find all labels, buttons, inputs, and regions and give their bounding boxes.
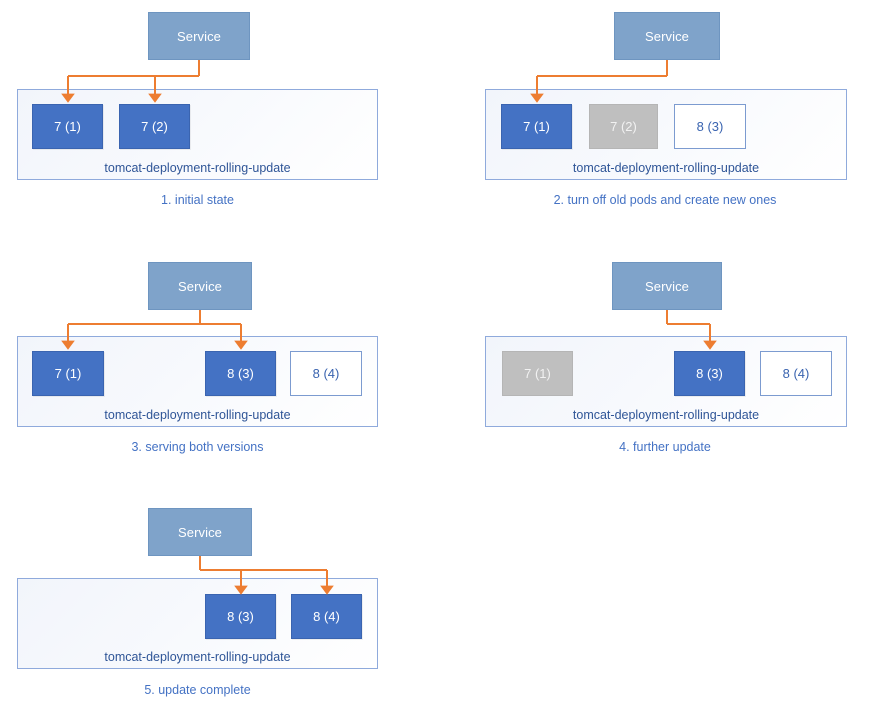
pod-8-3[interactable]: 8 (3) <box>674 351 745 396</box>
pod-8-3[interactable]: 8 (3) <box>205 594 276 639</box>
deployment-label: tomcat-deployment-rolling-update <box>104 408 291 422</box>
service-box[interactable]: Service <box>614 12 720 60</box>
service-box[interactable]: Service <box>148 508 252 556</box>
deployment-label: tomcat-deployment-rolling-update <box>572 161 760 175</box>
pod-7-1[interactable]: 7 (1) <box>32 351 104 396</box>
panel-caption: 5. update complete <box>144 683 251 697</box>
service-box[interactable]: Service <box>612 262 722 310</box>
panel-caption: 2. turn off old pods and create new ones <box>553 193 777 207</box>
service-box[interactable]: Service <box>148 262 252 310</box>
deployment-label: tomcat-deployment-rolling-update <box>104 650 291 664</box>
panel-caption: 3. serving both versions <box>131 440 264 454</box>
panel-caption: 1. initial state <box>161 193 234 207</box>
pod-8-4[interactable]: 8 (4) <box>760 351 832 396</box>
panel-caption: 4. further update <box>619 440 711 454</box>
service-box[interactable]: Service <box>148 12 250 60</box>
pod-8-4[interactable]: 8 (4) <box>290 351 362 396</box>
pod-7-1[interactable]: 7 (1) <box>32 104 103 149</box>
pod-8-3[interactable]: 8 (3) <box>674 104 746 149</box>
deployment-label: tomcat-deployment-rolling-update <box>104 161 291 175</box>
pod-8-3[interactable]: 8 (3) <box>205 351 276 396</box>
deployment-label: tomcat-deployment-rolling-update <box>572 408 760 422</box>
pod-8-4[interactable]: 8 (4) <box>291 594 362 639</box>
pod-7-1[interactable]: 7 (1) <box>502 351 573 396</box>
pod-7-1[interactable]: 7 (1) <box>501 104 572 149</box>
pod-7-2[interactable]: 7 (2) <box>119 104 190 149</box>
pod-7-2[interactable]: 7 (2) <box>589 104 658 149</box>
